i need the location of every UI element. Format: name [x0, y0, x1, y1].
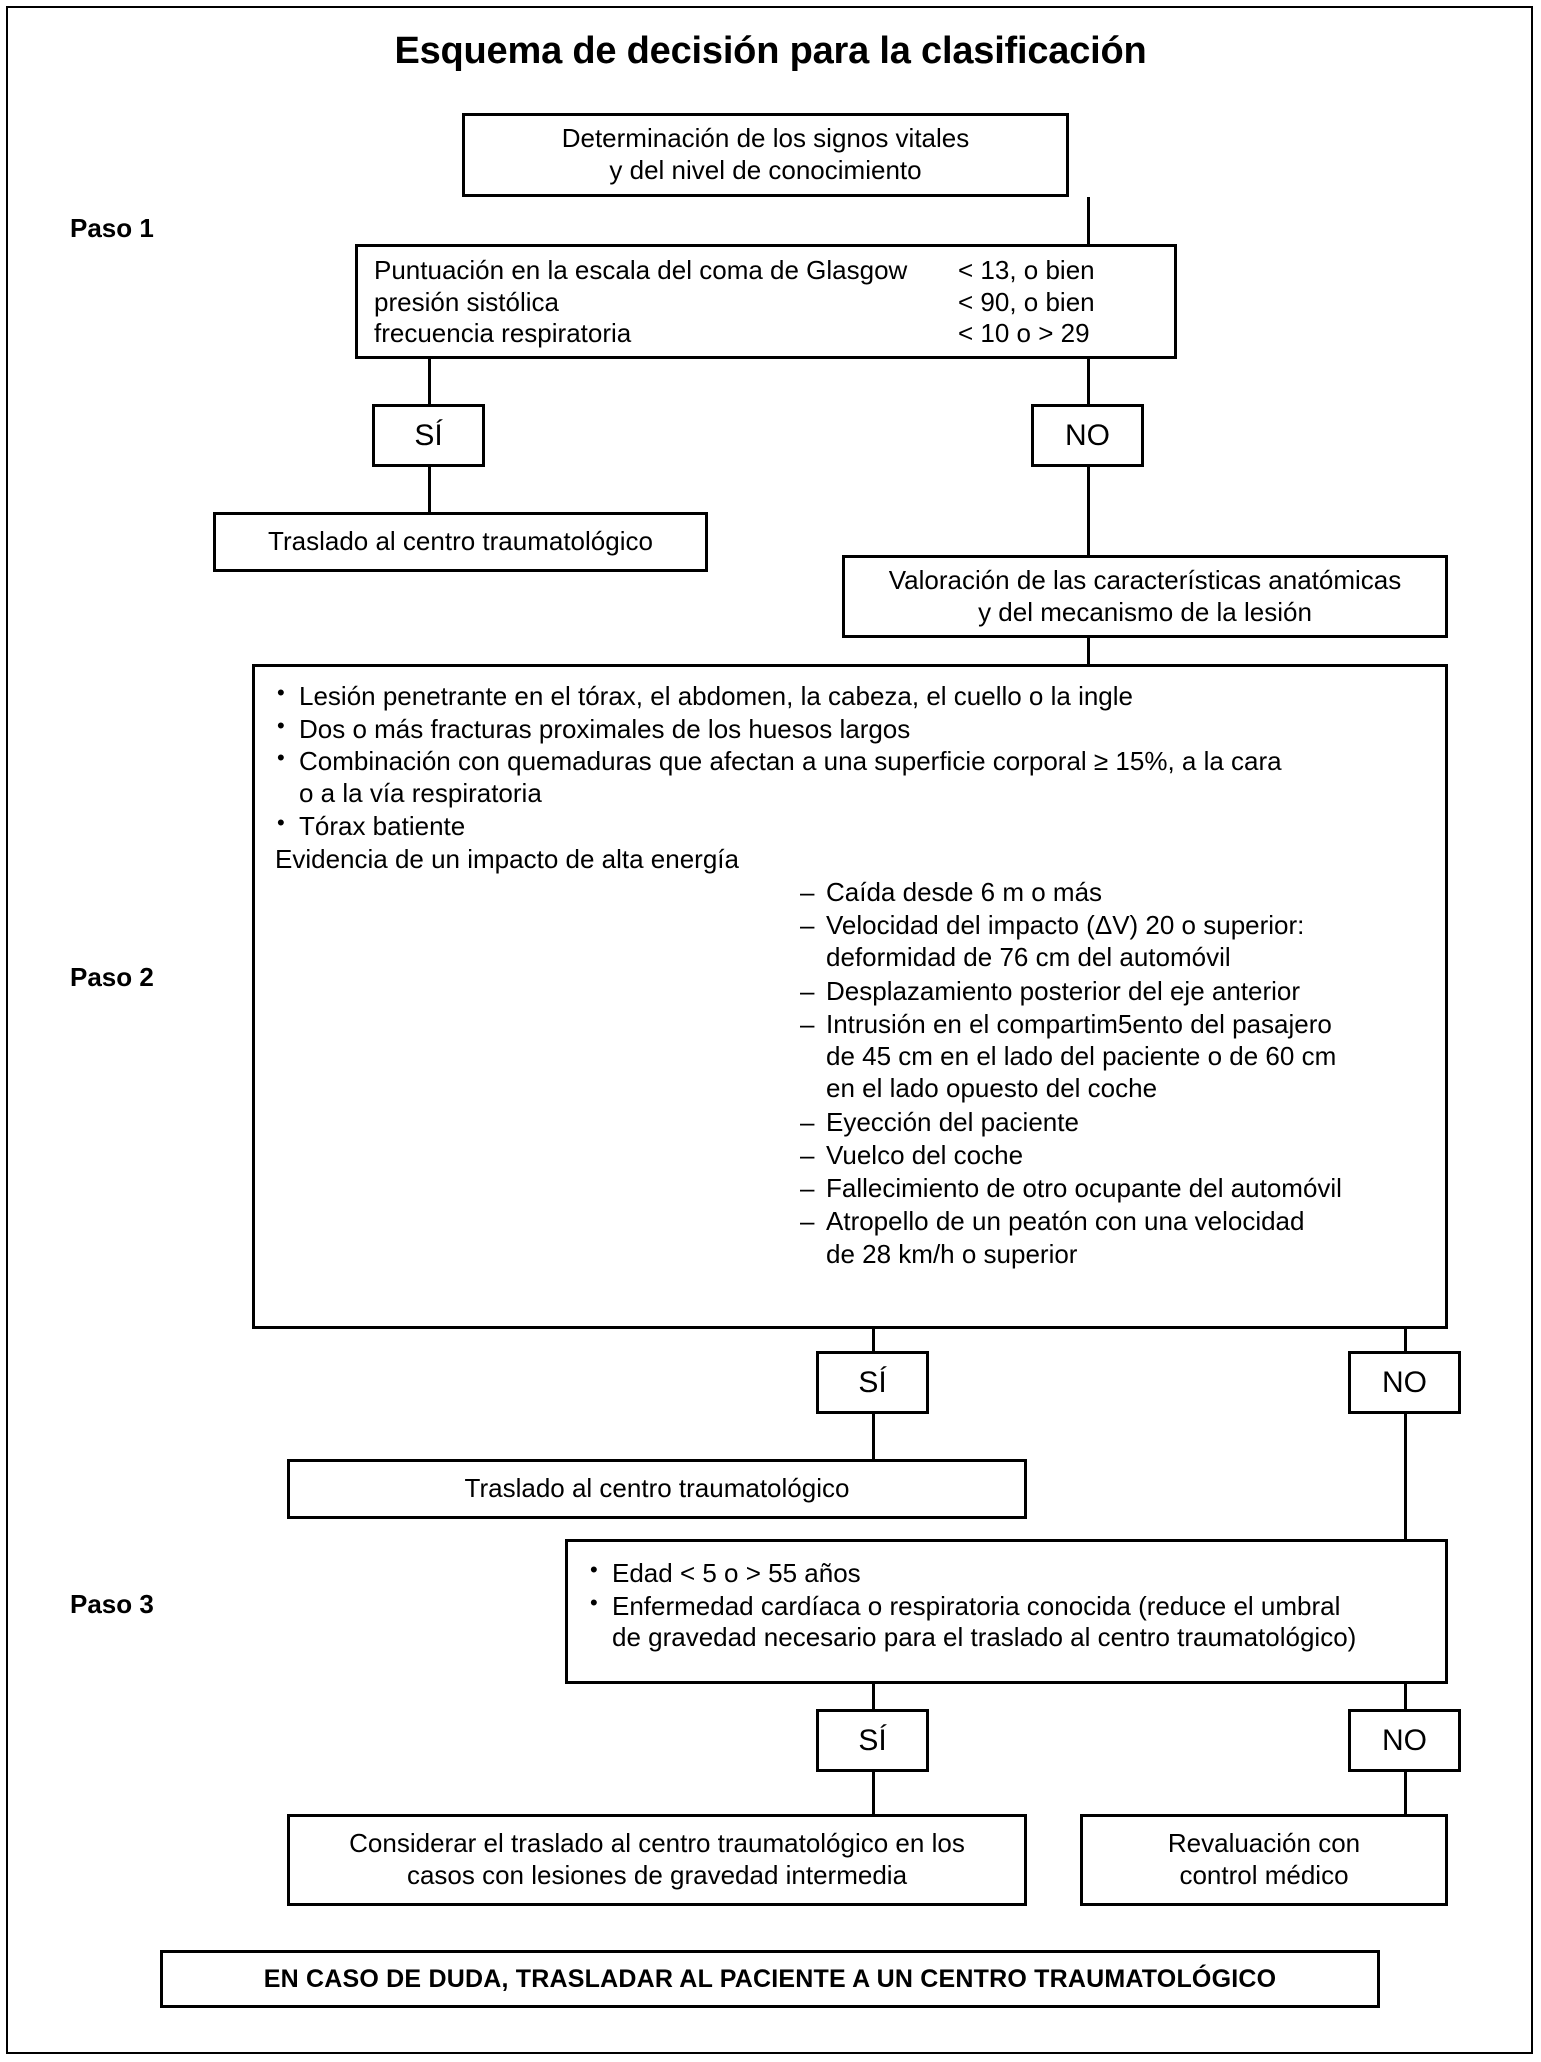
decision-si-step-3[interactable]: SÍ — [816, 1709, 929, 1772]
glasgow-row-value: < 13, o bien — [958, 255, 1095, 285]
bullet-text-continuation: de gravedad necesario para el traslado a… — [612, 1622, 1357, 1653]
connector-si3-down — [872, 1772, 875, 1814]
step2-dash-list: Caída desde 6 m o más Velocidad del impa… — [800, 876, 1420, 1271]
connector-step2-si — [872, 1329, 875, 1351]
vital-signs-line-2: y del nivel de conocimiento — [609, 155, 922, 185]
connector-glasgow-si — [428, 359, 431, 404]
glasgow-row: Puntuación en la escala del coma de Glas… — [374, 255, 1158, 287]
banner-text: EN CASO DE DUDA, TRASLADAR AL PACIENTE A… — [263, 1964, 1277, 1993]
bullet-text-continuation: o a la vía respiratoria — [299, 778, 542, 809]
glasgow-row-label: frecuencia respiratoria — [374, 318, 632, 349]
list-item: Atropello de un peatón con una velocidad… — [800, 1205, 1420, 1269]
dash-text: Caída desde 6 m o más — [826, 877, 1103, 907]
page-title: Esquema de decisión para la clasificació… — [394, 30, 1147, 72]
bottom-banner: EN CASO DE DUDA, TRASLADAR AL PACIENTE A… — [160, 1950, 1380, 2008]
step-label-1: Paso 1 — [70, 213, 154, 243]
reeval-line-2: control médico — [1179, 1860, 1349, 1890]
glasgow-row-value: < 90, o bien — [958, 286, 1095, 317]
decision-si-step-2[interactable]: SÍ — [816, 1351, 929, 1414]
decision-no-step-2[interactable]: NO — [1348, 1351, 1461, 1414]
step-label-2: Paso 2 — [70, 962, 154, 992]
anatomic-line-2: y del mecanismo de la lesión — [978, 596, 1312, 627]
list-item: Eyección del paciente — [800, 1106, 1420, 1138]
box-transfer-center-1: Traslado al centro traumatológico — [213, 512, 708, 572]
glasgow-row: frecuencia respiratoria < 10 o > 29 — [374, 318, 1158, 350]
decision-no-step-1[interactable]: NO — [1031, 404, 1144, 467]
glasgow-row-value: < 10 o > 29 — [958, 318, 1090, 349]
transfer-2-text: Traslado al centro traumatológico — [464, 1473, 850, 1504]
vital-signs-line-1: Determinación de los signos vitales — [561, 123, 970, 154]
dash-text-line-2: deformidad de 76 cm del automóvil — [826, 942, 1231, 973]
decision-label: SÍ — [858, 1365, 887, 1399]
connector-step3-no — [1404, 1684, 1407, 1709]
list-item: Fallecimiento de otro ocupante del autom… — [800, 1172, 1420, 1204]
decision-label: SÍ — [858, 1723, 887, 1757]
list-item: Combinación con quemaduras que afectan a… — [273, 745, 1427, 809]
step2-bullet-list: Lesión penetrante en el tórax, el abdome… — [273, 680, 1427, 843]
glasgow-row-label: presión sistólica — [374, 286, 559, 317]
decision-label: NO — [1382, 1365, 1427, 1399]
box-consider-transfer: Considerar el traslado al centro traumat… — [287, 1814, 1027, 1906]
anatomic-line-1: Valoración de las características anatóm… — [888, 564, 1402, 595]
box-vital-signs: Determinación de los signos vitales y de… — [462, 113, 1069, 197]
decision-label: NO — [1065, 418, 1110, 452]
list-item: Enfermedad cardíaca o respiratoria conoc… — [586, 1590, 1427, 1654]
bullet-text: Dos o más fracturas proximales de los hu… — [299, 713, 911, 744]
dash-text-line-3: en el lado opuesto del coche — [826, 1073, 1158, 1104]
glasgow-row-label: Puntuación en la escala del coma de Glas… — [374, 255, 908, 285]
list-item: Dos o más fracturas proximales de los hu… — [273, 713, 1427, 746]
list-item: Edad < 5 o > 55 años — [586, 1557, 1427, 1590]
dash-text: Intrusión en el compartim5ento del pasaj… — [826, 1008, 1332, 1039]
step-label-3: Paso 3 — [70, 1589, 154, 1619]
box-transfer-center-2: Traslado al centro traumatológico — [287, 1459, 1027, 1519]
connector-si2-down — [872, 1414, 875, 1459]
box-anatomic-assessment: Valoración de las características anatóm… — [842, 555, 1448, 638]
decision-si-step-1[interactable]: SÍ — [372, 404, 485, 467]
connector-vitals-down — [1087, 197, 1090, 244]
bullet-text: Edad < 5 o > 55 años — [612, 1558, 861, 1588]
glasgow-row: presión sistólica < 90, o bien — [374, 287, 1158, 319]
decision-label: NO — [1382, 1723, 1427, 1757]
connector-no1-down — [1087, 467, 1090, 555]
list-item: Vuelco del coche — [800, 1139, 1420, 1171]
connector-si1-down — [428, 467, 431, 512]
bullet-text: Lesión penetrante en el tórax, el abdome… — [299, 681, 1134, 711]
dash-text: Desplazamiento posterior del eje anterio… — [826, 975, 1301, 1006]
reeval-line-1: Revaluación con — [1167, 1828, 1361, 1859]
connector-anatomic-down — [1087, 638, 1090, 664]
decision-no-step-3[interactable]: NO — [1348, 1709, 1461, 1772]
box-reevaluation: Revaluación con control médico — [1080, 1814, 1448, 1906]
high-energy-heading: Evidencia de un impacto de alta energía — [275, 843, 739, 874]
list-item: Desplazamiento posterior del eje anterio… — [800, 975, 1420, 1007]
consider-line-2: casos con lesiones de gravedad intermedi… — [406, 1860, 908, 1890]
decision-label: SÍ — [414, 418, 443, 452]
list-item: Tórax batiente — [273, 810, 1427, 843]
bullet-text: Enfermedad cardíaca o respiratoria conoc… — [612, 1590, 1341, 1621]
list-item: Velocidad del impacto (ΔV) 20 o superior… — [800, 909, 1420, 973]
bullet-text: Tórax batiente — [299, 810, 466, 841]
dash-text: Eyección del paciente — [826, 1106, 1079, 1137]
list-item: Lesión penetrante en el tórax, el abdome… — [273, 680, 1427, 713]
connector-no2-down — [1404, 1414, 1407, 1539]
dash-text-line-2: de 45 cm en el lado del paciente o de 60… — [826, 1041, 1337, 1072]
step3-bullet-list: Edad < 5 o > 55 años Enfermedad cardíaca… — [586, 1557, 1427, 1654]
list-item: Caída desde 6 m o más — [800, 876, 1420, 908]
connector-glasgow-no — [1087, 359, 1090, 404]
list-item: Intrusión en el compartim5ento del pasaj… — [800, 1008, 1420, 1105]
transfer-1-text: Traslado al centro traumatológico — [268, 526, 653, 557]
box-glasgow-criteria: Puntuación en la escala del coma de Glas… — [355, 244, 1177, 359]
connector-no3-down — [1404, 1772, 1407, 1814]
consider-line-1: Considerar el traslado al centro traumat… — [349, 1828, 965, 1859]
dash-text: Velocidad del impacto (ΔV) 20 o superior… — [826, 910, 1305, 941]
connector-step3-si — [872, 1684, 875, 1709]
dash-text-line-2: de 28 km/h o superior — [826, 1238, 1078, 1269]
dash-text: Atropello de un peatón con una velocidad — [826, 1206, 1305, 1237]
box-step3-criteria: Edad < 5 o > 55 años Enfermedad cardíaca… — [565, 1539, 1448, 1684]
connector-step2-no — [1404, 1329, 1407, 1351]
bullet-text: Combinación con quemaduras que afectan a… — [299, 746, 1282, 777]
dash-text: Fallecimiento de otro ocupante del autom… — [826, 1173, 1342, 1204]
dash-text: Vuelco del coche — [826, 1139, 1024, 1170]
outer-frame — [6, 6, 1533, 2054]
